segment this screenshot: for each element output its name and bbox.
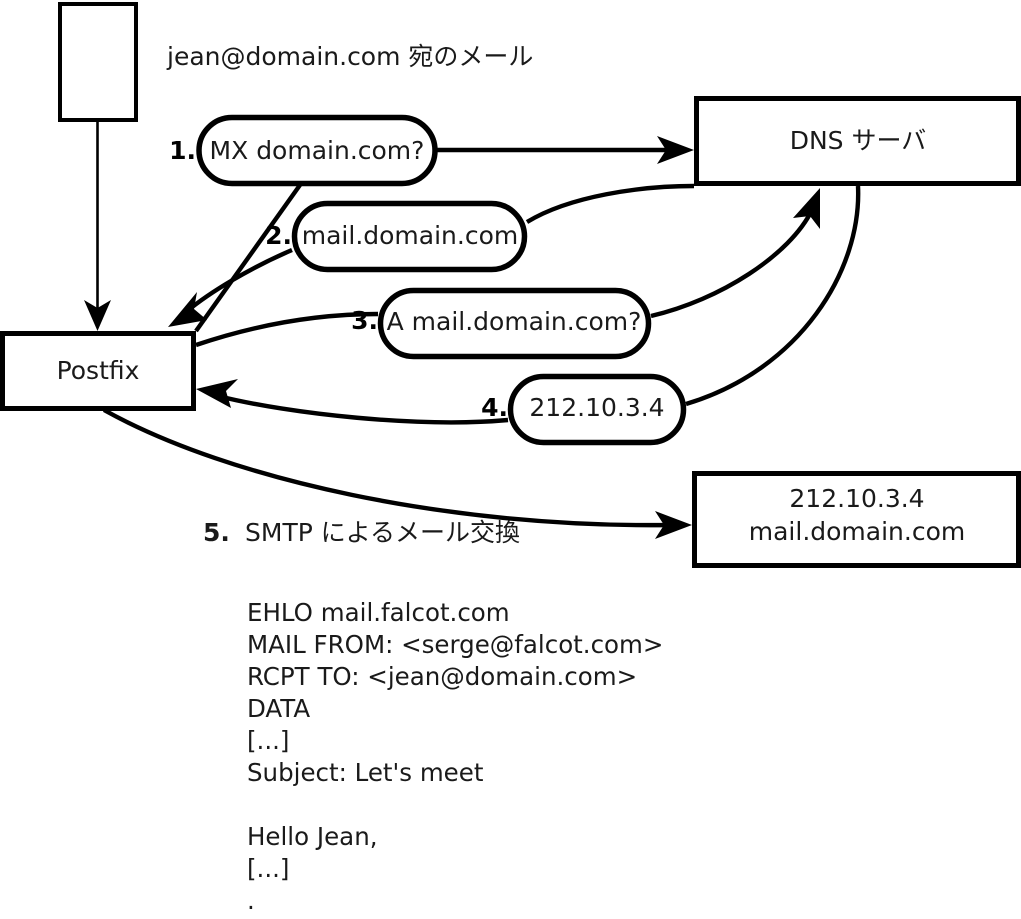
step-4-number: 4. [481,393,508,422]
transcript-line: . [247,886,255,915]
dns-server-box-label: DNS サーバ [790,126,927,155]
transcript-blank-line [247,789,663,821]
step-2-number: 2. [265,221,292,250]
step-1-number: 1. [169,136,196,165]
step-2-label: mail.domain.com [302,221,518,250]
step-3-number: 3. [351,306,378,335]
step-5-caption: SMTP によるメール交換 [245,518,520,547]
edge-step4-dns-to-postfix [196,185,861,425]
mail-server-box-ip: 212.10.3.4 [789,484,924,513]
mail-server-box: 212.10.3.4 mail.domain.com [692,471,1021,568]
step-1-label: MX domain.com? [210,136,425,165]
step-5-number: 5. [203,518,230,547]
edge-step2-dns-to-postfix [168,183,695,327]
transcript-line: RCPT TO: <jean@domain.com> [247,662,638,691]
edge-mua-to-postfix [84,122,111,331]
dns-server-box: DNS サーバ [694,96,1021,186]
transcript-line: [...] [247,854,290,883]
transcript-line: EHLO mail.falcot.com [247,598,510,627]
edge-step5-postfix-to-mailserver [102,408,692,539]
step-2-pill: 2. mail.domain.com [265,200,528,273]
edge-step1-postfix-to-dns [194,136,694,333]
transcript-line: DATA [247,694,311,723]
postfix-box-label: Postfix [57,356,140,385]
mail-server-box-hostname: mail.domain.com [749,517,965,546]
edge-step3-postfix-to-dns [195,188,820,348]
step-4-pill: 4. 212.10.3.4 [481,373,687,446]
title-caption: jean@domain.com 宛のメール [167,42,534,71]
postfix-box: Postfix [0,331,196,411]
transcript-line: Subject: Let's meet [247,758,484,787]
transcript-line: [...] [247,726,290,755]
step-3-label: A mail.domain.com? [387,307,642,336]
mua-box [58,2,138,122]
step-3-pill: 3. A mail.domain.com? [351,287,652,360]
transcript-line: MAIL FROM: <serge@falcot.com> [247,630,664,659]
step-4-label: 212.10.3.4 [529,393,664,422]
transcript-line: Hello Jean, [247,822,378,851]
step-1-pill: 1. MX domain.com? [169,114,438,187]
